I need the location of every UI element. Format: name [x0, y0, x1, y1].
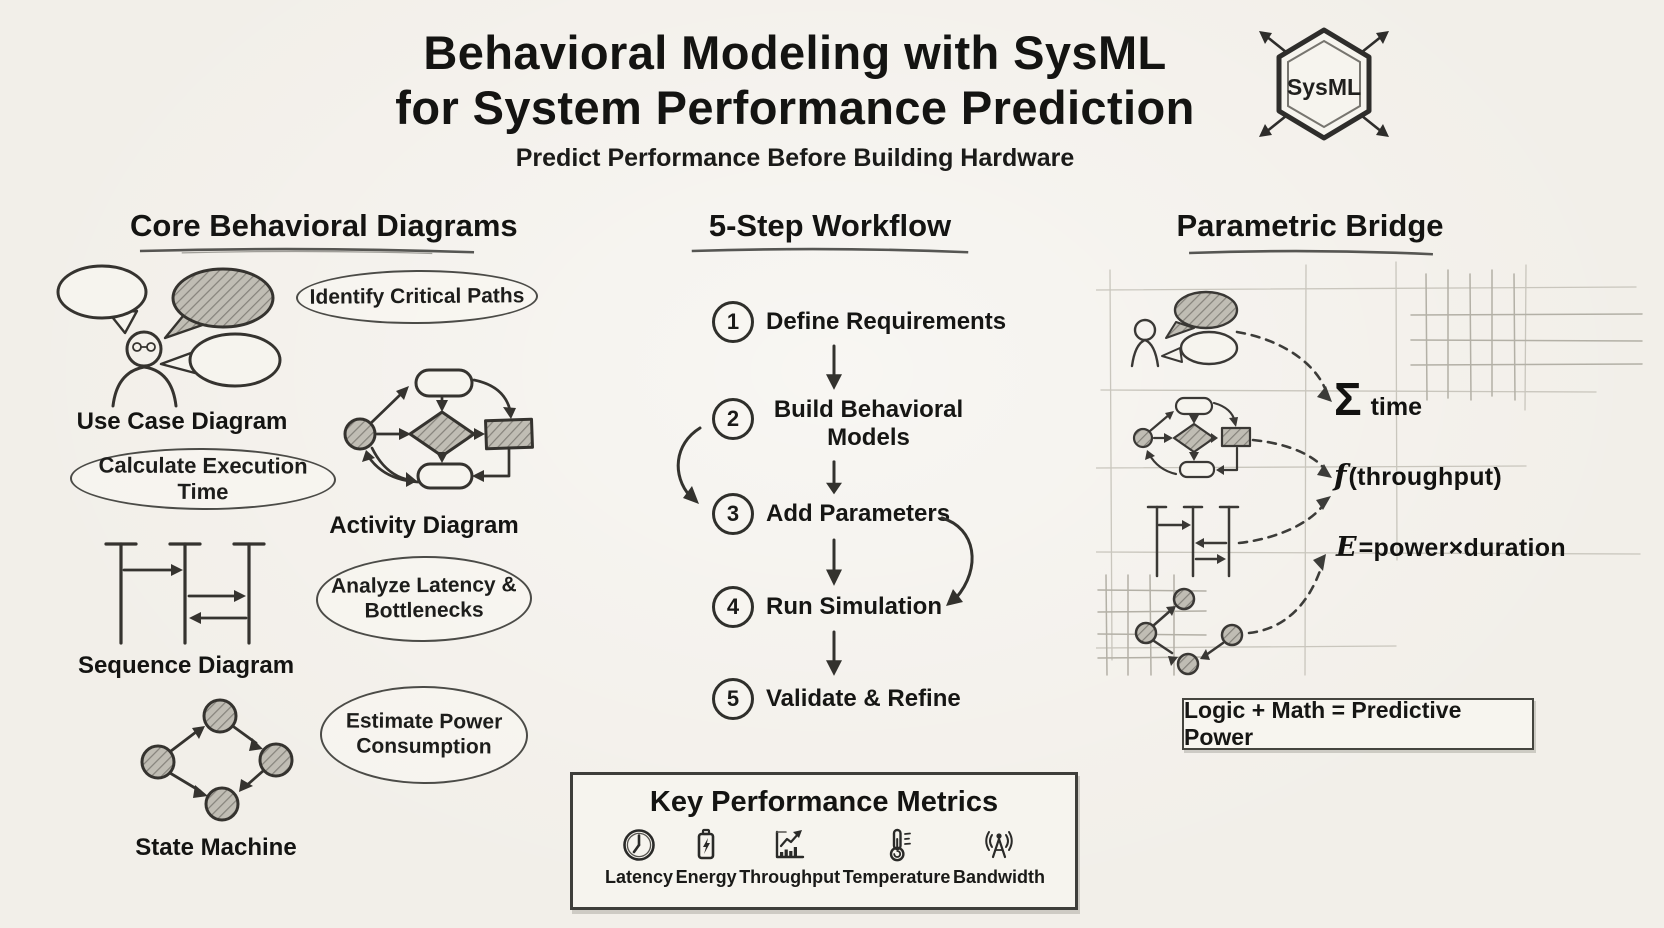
clock-icon — [623, 829, 655, 861]
step-number-badge: 4 — [712, 586, 754, 628]
thermometer-icon — [889, 828, 911, 862]
state-machine-label: State Machine — [135, 834, 297, 861]
sequence-diagram-label: Sequence Diagram — [77, 652, 295, 679]
sigma-label: time — [1370, 393, 1423, 421]
curved-arrow-left-icon — [676, 426, 702, 504]
title-line-1: Behavioral Modeling with SysML — [423, 26, 1167, 79]
mini-use-case-sketch — [1130, 290, 1239, 368]
heading-underline — [1184, 248, 1438, 258]
metric-temperature: Temperature — [842, 826, 951, 888]
e-symbol: E — [1336, 532, 1357, 563]
sysml-logo-label: SysML — [1286, 74, 1362, 100]
formula-energy: E =power×duration — [1336, 532, 1566, 563]
workflow-step-1: 1 Define Requirements — [712, 301, 1006, 343]
formula-throughput: f (throughput) — [1334, 458, 1502, 492]
workflow-heading: 5-Step Workflow — [708, 208, 952, 243]
metric-label: Temperature — [842, 867, 951, 887]
arrow-down-icon — [826, 538, 842, 586]
title-line-2: for System Performance Prediction — [395, 80, 1195, 134]
step-number-badge: 3 — [712, 493, 754, 535]
curved-arrow-right-icon — [940, 516, 974, 606]
step-label: Run Simulation — [766, 593, 942, 621]
metric-latency: Latency — [605, 826, 673, 888]
step-label: Build Behavioral Models — [773, 396, 964, 451]
workflow-step-5: 5 Validate & Refine — [712, 678, 961, 720]
page-title: Behavioral Modeling with SysML for Syste… — [295, 26, 1295, 173]
workflow-step-3: 3 Add Parameters — [712, 493, 950, 535]
metric-label: Energy — [675, 867, 737, 887]
sequence-diagram-sketch — [104, 542, 266, 645]
parametric-heading: Parametric Bridge — [1176, 208, 1444, 243]
metrics-row: Latency Energy — [573, 819, 1075, 888]
metric-label: Bandwidth — [952, 867, 1045, 887]
workflow-step-4: 4 Run Simulation — [712, 586, 942, 628]
mini-sequence-sketch — [1146, 505, 1240, 578]
battery-icon — [697, 828, 715, 860]
mini-state-machine-sketch — [1134, 587, 1244, 676]
step-label: Define Requirements — [766, 308, 1007, 336]
use-case-diagram-label: Use Case Diagram — [76, 408, 288, 435]
use-case-diagram-sketch — [56, 264, 282, 408]
metric-energy: Energy — [676, 826, 737, 888]
state-machine-sketch — [140, 698, 294, 822]
sysml-logo: SysML — [1253, 22, 1395, 148]
step-label: Validate & Refine — [766, 685, 961, 713]
metrics-heading: Key Performance Metrics — [649, 786, 999, 818]
callout-identify-critical-paths: Identify Critical Paths — [295, 269, 539, 325]
step-number-badge: 2 — [712, 398, 754, 440]
core-heading: Core Behavioral Diagrams — [130, 208, 518, 243]
step-number-badge: 5 — [712, 678, 754, 720]
activity-diagram-label: Activity Diagram — [329, 512, 519, 539]
metric-label: Throughput — [739, 867, 841, 887]
callout-calculate-execution-time: Calculate Execution Time — [69, 447, 337, 511]
arrow-down-icon — [826, 630, 842, 676]
step-number-badge: 1 — [712, 301, 754, 343]
page-subtitle: Predict Performance Before Building Hard… — [515, 144, 1075, 173]
key-performance-metrics-box: Key Performance Metrics Latency — [570, 772, 1078, 910]
sigma-symbol: Σ — [1334, 373, 1362, 425]
workflow-step-2: 2 Build Behavioral Models — [712, 396, 971, 451]
activity-diagram-sketch — [343, 368, 534, 490]
step-label: Add Parameters — [766, 500, 951, 528]
antenna-icon — [985, 831, 1013, 859]
callout-analyze-latency: Analyze Latency & Bottlenecks — [315, 555, 533, 643]
f-expression: (throughput) — [1348, 463, 1503, 491]
arrow-down-icon — [826, 460, 842, 495]
mini-activity-sketch — [1132, 396, 1252, 479]
sysml-hexagon-icon — [1259, 27, 1389, 141]
bar-chart-icon — [775, 830, 804, 859]
callout-estimate-power: Estimate Power Consumption — [319, 685, 529, 785]
metric-bandwidth: Bandwidth — [953, 826, 1045, 888]
f-symbol: f — [1334, 458, 1347, 492]
heading-underline — [686, 246, 974, 256]
dashed-mapping-arrows — [1235, 330, 1332, 635]
logic-math-footer-box: Logic + Math = Predictive Power — [1182, 697, 1534, 750]
heading-underline — [133, 246, 481, 256]
formula-sum-time: Σ time — [1334, 372, 1422, 426]
metric-throughput: Throughput — [739, 826, 840, 888]
e-expression: =power×duration — [1358, 534, 1566, 562]
arrow-down-icon — [826, 344, 842, 390]
metric-label: Latency — [605, 867, 674, 887]
